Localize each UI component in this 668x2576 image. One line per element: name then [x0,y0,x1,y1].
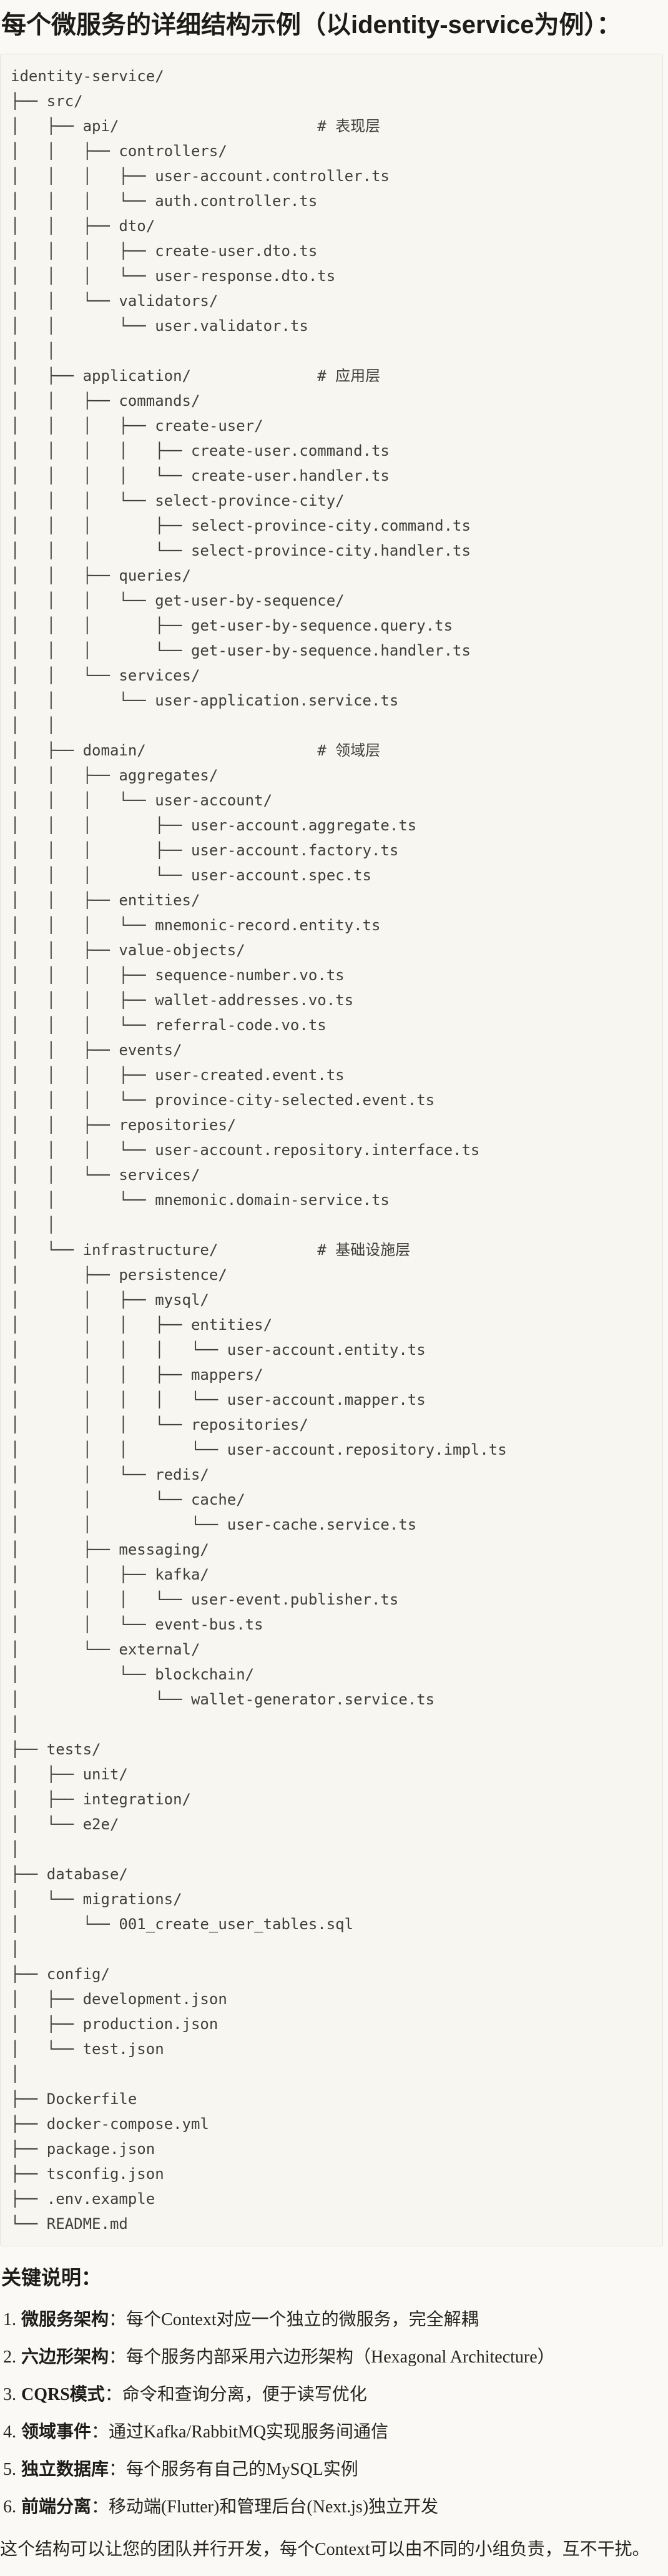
note-number: 2. [3,2347,16,2367]
note-item: 5.独立数据库：每个服务有自己的MySQL实例 [3,2457,663,2482]
note-desc: ：通过Kafka/RabbitMQ实现服务间通信 [91,2422,388,2442]
note-desc: ：每个服务内部采用六边形架构（Hexagonal Architecture） [109,2347,555,2367]
note-term: 前端分离 [21,2497,92,2517]
note-number: 4. [3,2422,16,2442]
note-item: 2.六边形架构：每个服务内部采用六边形架构（Hexagonal Architec… [3,2345,663,2370]
document-body: 每个微服务的详细结构示例（以identity-service为例）： ident… [0,9,668,2562]
note-desc: ：每个Context对应一个独立的微服务，完全解耦 [109,2309,479,2329]
note-term: CQRS模式 [21,2384,105,2404]
closing-paragraph: 这个结构可以让您的团队并行开发，每个Context可以由不同的小组负责，互不干扰… [0,2539,650,2559]
note-term: 领域事件 [21,2422,92,2442]
note-term: 独立数据库 [21,2459,109,2479]
note-desc: ：每个服务有自己的MySQL实例 [109,2459,358,2479]
note-number: 3. [3,2384,16,2404]
directory-tree: identity-service/ ├── src/ │ ├── api/ # … [11,67,507,2233]
notes-list: 1.微服务架构：每个Context对应一个独立的微服务，完全解耦 2.六边形架构… [0,2308,668,2520]
note-item: 3.CQRS模式：命令和查询分离，便于读写优化 [3,2382,663,2407]
note-term: 微服务架构 [21,2309,109,2329]
note-desc: ：命令和查询分离，便于读写优化 [104,2384,367,2404]
page-title: 每个微服务的详细结构示例（以identity-service为例）： [1,11,622,39]
note-number: 1. [3,2309,16,2329]
note-item: 6.前端分离：移动端(Flutter)和管理后台(Next.js)独立开发 [3,2495,663,2520]
note-desc: ：移动端(Flutter)和管理后台(Next.js)独立开发 [91,2497,439,2517]
note-item: 1.微服务架构：每个Context对应一个独立的微服务，完全解耦 [3,2308,663,2333]
note-number: 6. [3,2497,16,2517]
note-number: 5. [3,2459,16,2479]
code-block: identity-service/ ├── src/ │ ├── api/ # … [0,54,663,2246]
notes-heading: 关键说明： [1,2266,102,2289]
note-item: 4.领域事件：通过Kafka/RabbitMQ实现服务间通信 [3,2420,663,2445]
note-term: 六边形架构 [21,2347,109,2367]
